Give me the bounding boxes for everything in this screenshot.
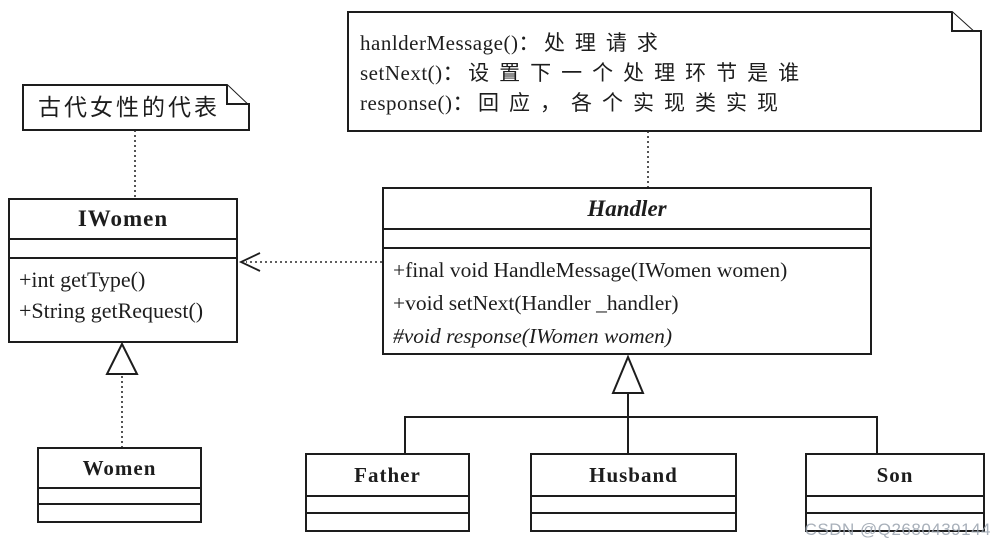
- class-name: Women: [82, 456, 157, 480]
- attributes-compartment: [384, 228, 870, 247]
- note-line: setNext()：设置下一个处理环节是谁: [360, 58, 982, 88]
- methods-compartment: [307, 512, 468, 528]
- methods-compartment: [532, 512, 735, 528]
- method: +int getType(): [19, 267, 146, 292]
- class-handler: Handler +final void HandleMessage(IWomen…: [382, 187, 872, 355]
- methods-compartment: [807, 512, 983, 528]
- realization-triangle-icon: [105, 341, 139, 375]
- method: +String getRequest(): [19, 298, 204, 323]
- generalization-triangle-icon: [611, 354, 645, 394]
- class-name: Husband: [589, 463, 678, 487]
- attributes-compartment: [807, 495, 983, 512]
- method: #void response(IWomen women): [393, 324, 673, 348]
- csdn-watermark: CSDN @Q2680439144: [804, 520, 991, 539]
- attributes-compartment: [532, 495, 735, 512]
- note-line-text: 处理请求: [543, 31, 668, 55]
- note-handler-description: hanlderMessage()：处理请求 setNext()：设置下一个处理环…: [347, 11, 982, 118]
- class-son: Son: [805, 453, 985, 532]
- attributes-compartment: [10, 238, 236, 257]
- class-father: Father: [305, 453, 470, 532]
- class-name: Father: [354, 463, 421, 487]
- note-line-code: setNext()：: [360, 61, 465, 85]
- note-line-code: response()：: [360, 91, 474, 115]
- note-line: hanlderMessage()：处理请求: [360, 28, 982, 58]
- class-women: Women: [37, 447, 202, 523]
- methods-compartment: +final void HandleMessage(IWomen women) …: [384, 247, 870, 353]
- note-line: response()：回应，各个实现类实现: [360, 88, 982, 118]
- methods-compartment: [39, 503, 200, 519]
- dependency-arrowhead-icon: [238, 252, 261, 272]
- note-line-text: 回应，各个实现类实现: [477, 91, 788, 115]
- generalization-connector: [404, 416, 878, 453]
- attributes-compartment: [39, 487, 200, 503]
- class-name: Handler: [587, 196, 667, 221]
- method: +final void HandleMessage(IWomen women): [393, 258, 788, 282]
- note-iwomen-description: 古代女性的代表: [38, 95, 220, 120]
- class-name: Son: [876, 463, 914, 487]
- note-line-code: hanlderMessage()：: [360, 31, 540, 55]
- methods-compartment: +int getType() +String getRequest(): [10, 257, 236, 341]
- class-husband: Husband: [530, 453, 737, 532]
- class-name: IWomen: [77, 206, 169, 231]
- attributes-compartment: [307, 495, 468, 512]
- class-iwomen: IWomen +int getType() +String getRequest…: [8, 198, 238, 343]
- note-line-text: 设置下一个处理环节是谁: [468, 61, 810, 85]
- method: +void setNext(Handler _handler): [393, 291, 679, 315]
